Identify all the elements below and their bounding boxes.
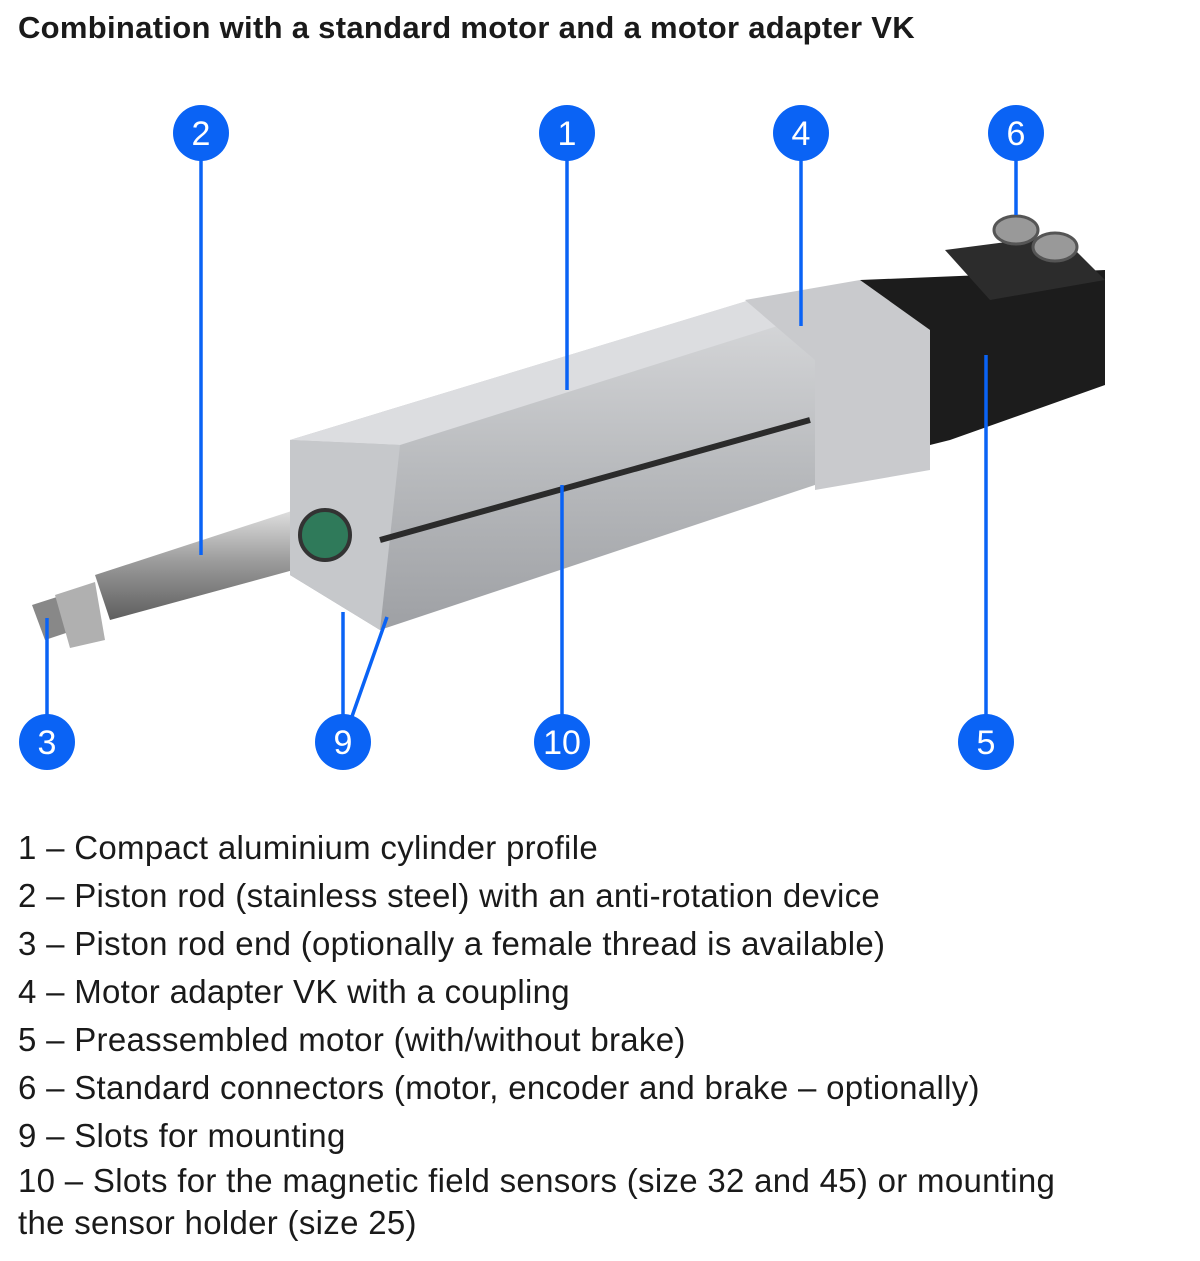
page-title: Combination with a standard motor and a … [18, 10, 915, 45]
svg-text:10: 10 [543, 724, 581, 762]
svg-text:4: 4 [792, 115, 811, 153]
legend-item: 10 – Slots for the magnetic field sensor… [18, 1162, 1056, 1241]
actuator-image [32, 214, 1105, 648]
callout-6: 6 [988, 105, 1044, 161]
legend-item: 4 – Motor adapter VK with a coupling [18, 973, 570, 1010]
callout-1: 1 [539, 105, 595, 161]
svg-text:3: 3 [38, 724, 57, 762]
legend-item: 1 – Compact aluminium cylinder profile [18, 829, 598, 866]
actuator-diagram: 1 2 3 4 5 6 9 10 [19, 105, 1105, 770]
callout-2: 2 [173, 105, 229, 161]
legend-item: 6 – Standard connectors (motor, encoder … [18, 1069, 980, 1106]
svg-text:1: 1 [558, 115, 577, 153]
svg-text:6: 6 [1007, 115, 1026, 153]
piston-rod [95, 505, 330, 620]
legend-item: 9 – Slots for mounting [18, 1117, 346, 1154]
legend-item: 3 – Piston rod end (optionally a female … [18, 925, 886, 962]
callout-4: 4 [773, 105, 829, 161]
callout-9: 9 [315, 714, 371, 770]
legend-item: 2 – Piston rod (stainless steel) with an… [18, 877, 881, 914]
cylinder-profile [290, 300, 860, 630]
legend-item: 5 – Preassembled motor (with/without bra… [18, 1021, 686, 1058]
connectors [992, 214, 1079, 263]
motor-adapter [745, 280, 930, 490]
svg-text:5: 5 [977, 724, 996, 762]
svg-text:9: 9 [334, 724, 353, 762]
callout-3: 3 [19, 714, 75, 770]
callout-5: 5 [958, 714, 1014, 770]
legend-list: 1 – Compact aluminium cylinder profile 2… [18, 824, 1098, 1244]
callout-10: 10 [534, 714, 590, 770]
svg-text:2: 2 [192, 115, 211, 153]
motor [860, 270, 1105, 445]
